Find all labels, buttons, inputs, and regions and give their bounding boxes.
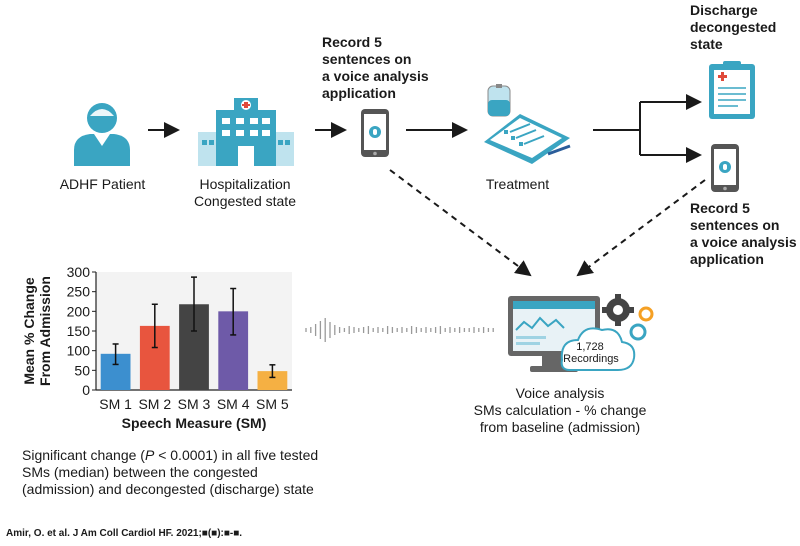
treatment-icon	[484, 84, 571, 164]
discharge-line: Discharge	[690, 2, 758, 18]
y-tick-label: 250	[67, 284, 91, 300]
x-tick-label: SM 5	[256, 396, 289, 412]
record-right-line: Record 5	[690, 200, 750, 216]
phone-icon	[361, 109, 389, 157]
patient-icon	[74, 103, 130, 166]
treatment-label: Treatment	[485, 176, 550, 192]
discharge-line: decongested	[690, 19, 777, 35]
bar-chart: 0 50 100 150 200 250 300 SM 1 SM 2 SM 3 SM 4 SM 5 Sp…	[21, 264, 292, 431]
y-axis-label: Mean % Change	[21, 277, 37, 385]
note-p: P	[144, 447, 155, 463]
y-axis-label: From Admission	[37, 276, 53, 386]
record-right-line: sentences on	[690, 217, 780, 233]
phone-icon-right	[711, 144, 739, 192]
y-tick-label: 50	[74, 362, 90, 378]
record-right-line: application	[690, 251, 764, 267]
recordings-count: 1,728	[576, 341, 604, 353]
record-top-line: Record 5	[322, 34, 382, 50]
patient-label: ADHF Patient	[59, 176, 146, 192]
voice-analysis-line: SMs calculation - % change	[473, 402, 647, 418]
discharge-line: state	[690, 36, 723, 52]
x-tick-label: SM 1	[99, 396, 132, 412]
significance-note: Significant change (P < 0.0001) in all f…	[22, 447, 322, 498]
dashed-arrow-record-to-analysis	[389, 169, 532, 277]
note-prefix: Significant change (	[22, 447, 145, 463]
clipboard-icon	[709, 61, 755, 119]
note-suffix: < 0.0001) in all five tested SMs (median…	[22, 447, 319, 497]
x-tick-label: SM 3	[178, 396, 211, 412]
gear-icon	[602, 294, 634, 326]
citation: Amir, O. et al. J Am Coll Cardiol HF. 20…	[6, 528, 243, 539]
x-tick-label: SM 4	[217, 396, 250, 412]
hospitalization-line1: Hospitalization	[199, 176, 291, 192]
discharge-label: Discharge decongested state	[690, 2, 800, 53]
recordings-label: Recordings	[563, 353, 619, 365]
hospital-icon	[198, 98, 294, 166]
record-right-label: Record 5 sentences on a voice analysis a…	[690, 200, 800, 268]
y-tick-label: 150	[67, 323, 91, 339]
bar	[257, 371, 288, 390]
y-tick-label: 0	[82, 382, 90, 398]
waveform-icon	[305, 318, 494, 342]
y-tick-label: 200	[67, 303, 91, 319]
record-top-line: application	[322, 85, 396, 101]
y-tick-label: 100	[67, 343, 91, 359]
record-top-line: sentences on	[322, 51, 412, 67]
voice-analysis-line: from baseline (admission)	[479, 419, 641, 435]
hospitalization-label: Hospitalization Congested state	[180, 176, 310, 210]
hospitalization-line2: Congested state	[194, 193, 296, 209]
record-top-label: Record 5 sentences on a voice analysis a…	[322, 34, 452, 102]
voice-analysis-line: Voice analysis	[515, 385, 605, 401]
y-tick-label: 300	[67, 264, 91, 280]
x-tick-label: SM 2	[138, 396, 171, 412]
voice-analysis-label: Voice analysis SMs calculation - % chang…	[440, 385, 680, 436]
x-axis-label: Speech Measure (SM)	[122, 415, 267, 431]
record-top-line: a voice analysis	[322, 68, 429, 84]
computer-analysis-icon	[508, 294, 654, 372]
dashed-arrow-right-to-analysis	[576, 179, 706, 277]
record-right-line: a voice analysis	[690, 234, 797, 250]
